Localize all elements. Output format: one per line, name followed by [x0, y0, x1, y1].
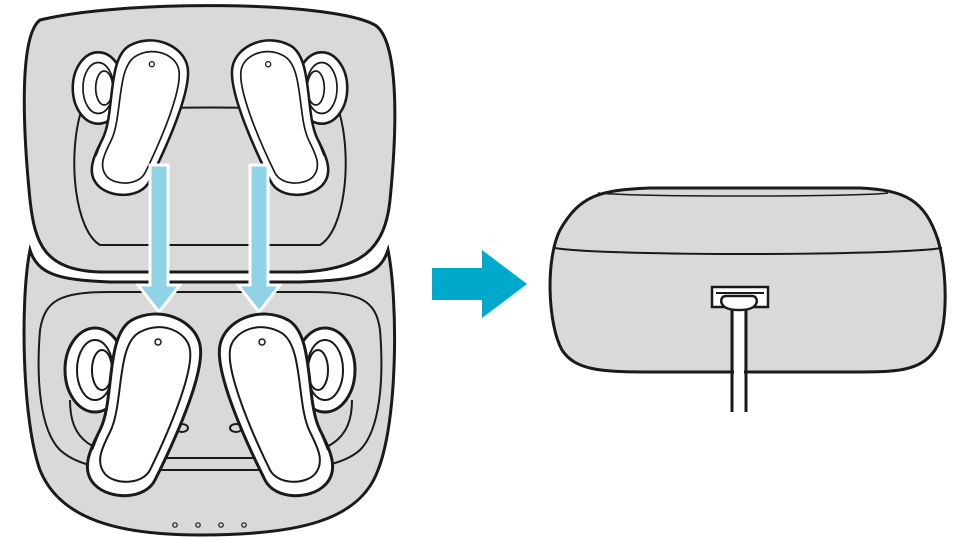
led-indicator-dots	[172, 522, 247, 528]
down-arrow-icon	[234, 163, 284, 315]
right-arrow-icon	[432, 250, 527, 318]
closed-case-icon	[548, 186, 947, 374]
down-arrow-icon	[134, 163, 184, 315]
charging-cable-icon	[730, 300, 748, 412]
usb-c-connector-icon	[710, 285, 770, 312]
